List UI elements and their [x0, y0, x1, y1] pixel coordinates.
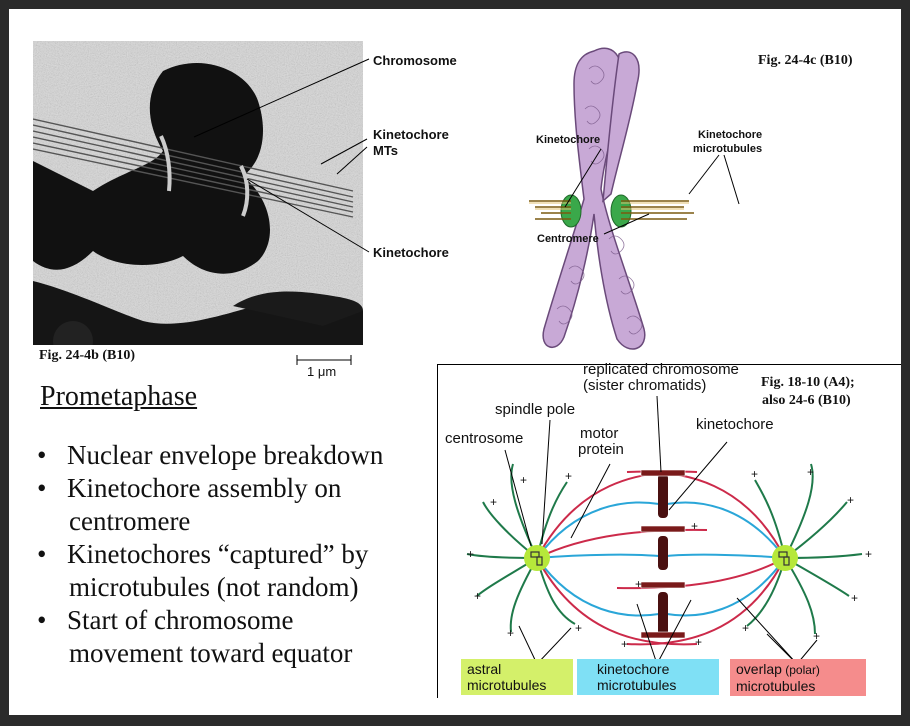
bullet-item: •Nuclear envelope breakdown: [37, 440, 384, 470]
svg-text:+: +: [691, 519, 698, 533]
chromosome-pointers: [564, 148, 740, 235]
slide: Chromosome Kinetochore MTs Kinetochore F…: [9, 9, 901, 715]
svg-text:+: +: [520, 473, 527, 487]
svg-text:+: +: [813, 629, 820, 643]
chromosome-illustration: [529, 47, 694, 350]
svg-text:+: +: [807, 465, 814, 479]
svg-text:+: +: [474, 589, 481, 603]
label-kinetochore-microtubules-1: Kinetochore: [698, 129, 763, 141]
spindle-diagram: + + + + + + + + + + + + + + + + + +: [466, 395, 872, 665]
electron-micrograph: [33, 41, 363, 345]
svg-text:+: +: [490, 495, 497, 509]
svg-text:+: +: [635, 577, 642, 591]
legend-kinetochore-microtubules: kinetochore microtubules: [577, 659, 719, 695]
svg-text:+: +: [865, 547, 872, 561]
label-spindle-pole: spindle pole: [495, 401, 576, 418]
label-kinetochore-mts-1: Kinetochore: [373, 127, 449, 142]
centrosome-right: [772, 545, 798, 571]
svg-text:+: +: [847, 493, 854, 507]
svg-text:+: +: [575, 621, 582, 635]
label-kinetochore-illustration: Kinetochore: [536, 134, 601, 146]
legend-overlap-microtubules: overlap (polar) microtubules: [730, 659, 866, 696]
label-kinetochore-microtubules-2: microtubules: [693, 143, 763, 155]
slide-title: Prometaphase: [40, 381, 198, 412]
spindle-figure-frame: [437, 364, 901, 698]
label-motor: motor: [580, 425, 619, 442]
figure-caption-24-4b: Fig. 24-4b (B10): [39, 348, 136, 363]
figure-caption-18-10-line1: Fig. 18-10 (A4);: [761, 375, 855, 390]
label-replicated-chromosome: replicated chromosome: [583, 361, 739, 378]
svg-text:+: +: [742, 621, 749, 635]
legend-astral-microtubules: astral microtubules: [461, 659, 573, 695]
label-kinetochore-diagram: kinetochore: [696, 416, 774, 433]
svg-text:+: +: [507, 626, 514, 640]
microtubule-bundle: [33, 118, 354, 218]
label-sister-chromatids: (sister chromatids): [583, 377, 707, 394]
svg-text:+: +: [851, 591, 858, 605]
label-kinetochore: Kinetochore: [373, 245, 449, 260]
label-kinetochore-mts-2: MTs: [373, 143, 399, 158]
scale-bar-label: 1 μm: [307, 364, 337, 379]
bullet-list: •Nuclear envelope breakdown •Kinetochore…: [33, 439, 383, 670]
label-centrosome: centrosome: [445, 430, 524, 447]
label-chromosome: Chromosome: [373, 53, 457, 68]
svg-text:+: +: [621, 637, 628, 651]
svg-text:+: +: [751, 467, 758, 481]
svg-text:+: +: [695, 635, 702, 649]
svg-text:+: +: [467, 547, 474, 561]
svg-text:+: +: [565, 469, 572, 483]
label-protein: protein: [578, 441, 624, 458]
figure-caption-18-10-line2: also 24-6 (B10): [762, 393, 851, 408]
label-centromere: Centromere: [537, 233, 599, 245]
micrograph-pointers: [193, 58, 370, 365]
figure-caption-24-4c: Fig. 24-4c (B10): [758, 53, 853, 68]
